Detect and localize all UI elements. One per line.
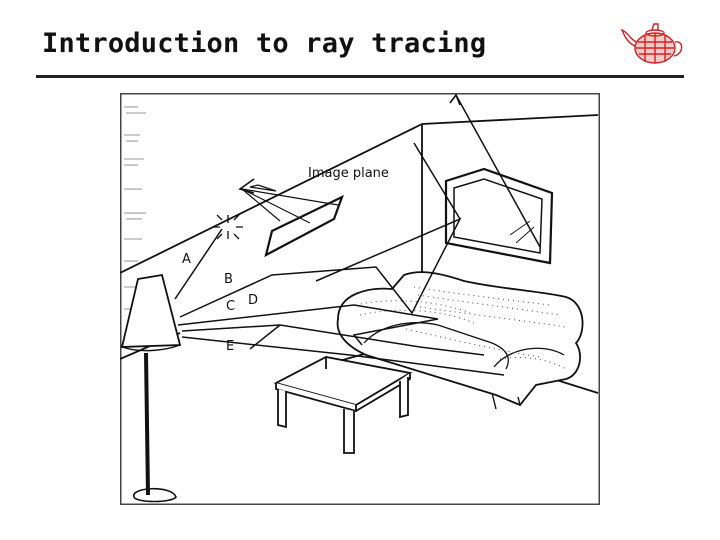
- ray-c-label: C: [226, 299, 235, 314]
- title-divider: [36, 75, 684, 78]
- slide-title: Introduction to ray tracing: [42, 28, 486, 59]
- ray-b-label: B: [224, 272, 233, 287]
- ray-e-label: E: [226, 339, 234, 354]
- image-plane-label: Image plane: [308, 166, 389, 181]
- ray-tracing-illustration: Image plane A B C D E: [120, 93, 600, 505]
- teapot-icon: [618, 18, 690, 70]
- ray-d-label: D: [248, 293, 258, 308]
- ray-a-label: A: [182, 252, 191, 267]
